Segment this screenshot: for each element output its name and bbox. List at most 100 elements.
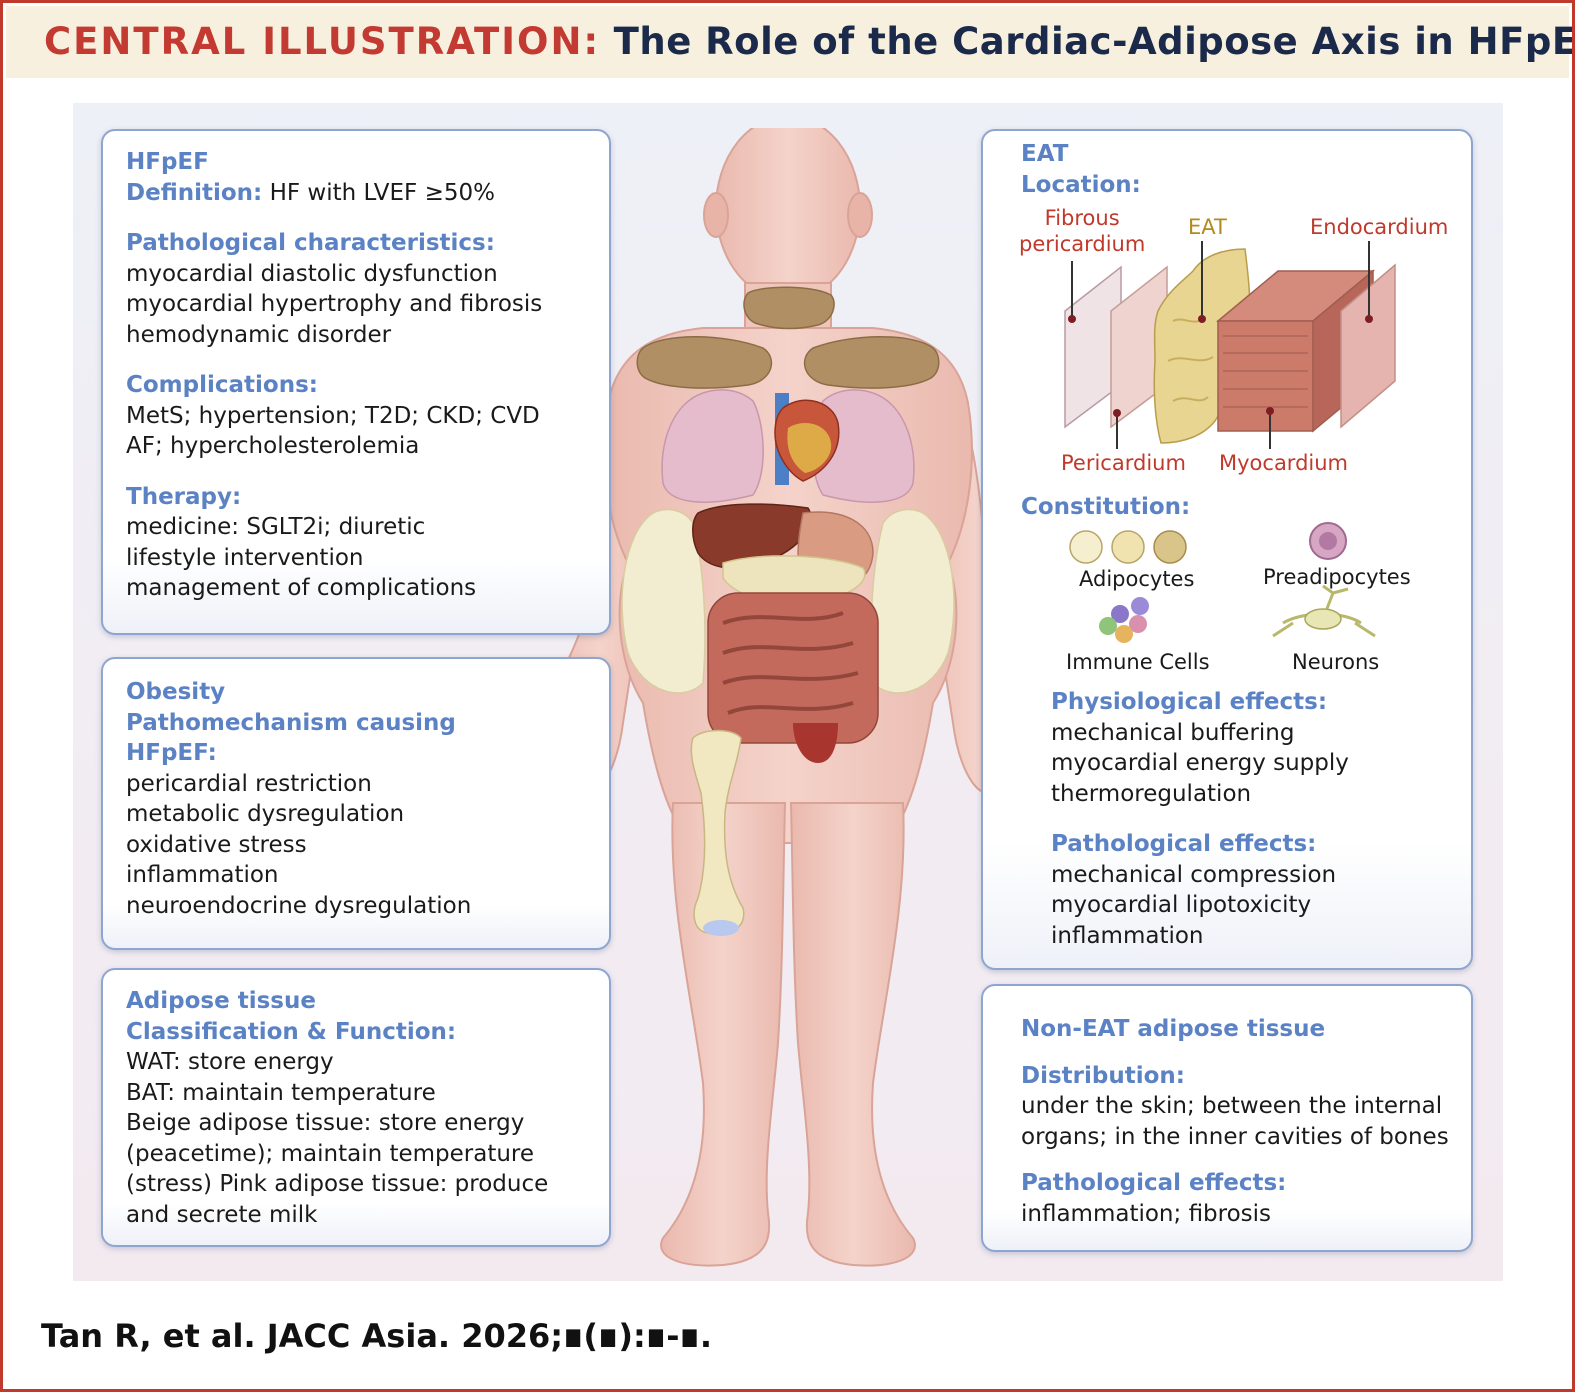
adipocyte-icon: [1069, 530, 1103, 564]
left-leg: [660, 802, 787, 1267]
adipocyte-icon: [1153, 530, 1187, 564]
title-main: The Role of the Cardiac-Adipose Axis in …: [613, 20, 1575, 63]
body-illustration: [533, 128, 1043, 1267]
non-eat-path-text: inflammation; fibrosis: [1021, 1200, 1272, 1227]
obesity-panel: Obesity Pathomechanism causing HFpEF: pe…: [101, 657, 611, 950]
right-ear: [847, 192, 873, 238]
definition-text: HF with LVEF ≥50%: [269, 179, 495, 206]
label-eat: EAT: [1188, 215, 1227, 239]
neuron-body: [1304, 608, 1342, 630]
non-eat-pathological-heading: Pathological effects:: [1021, 1170, 1287, 1196]
obesity-item: neuroendocrine dysregulation: [126, 892, 472, 919]
label-immune-cells: Immune Cells: [1066, 650, 1210, 674]
title-lead: CENTRAL ILLUSTRATION:: [44, 20, 601, 63]
citation: Tan R, et al. JACC Asia. 2026;∎(∎):∎-∎.: [41, 1317, 712, 1355]
obesity-item: inflammation: [126, 862, 279, 888]
leader-dot: [1068, 315, 1076, 323]
adipose-item: Beige adipose tissue: store energy: [126, 1110, 525, 1136]
phys-item: thermoregulation: [1051, 780, 1252, 807]
preadipocyte-nucleus: [1319, 532, 1337, 550]
path-item: myocardial diastolic dysfunction: [126, 260, 498, 287]
leader-dot: [1365, 315, 1373, 323]
left-flank-fat: [621, 508, 706, 694]
eat-path-item: inflammation: [1051, 922, 1204, 949]
adipose-item: WAT: store energy: [126, 1049, 334, 1075]
colon: [793, 723, 838, 763]
label-myocardium: Myocardium: [1219, 451, 1349, 475]
therapy-item: medicine: SGLT2i; diuretic: [126, 514, 426, 540]
heart-fat: [787, 423, 832, 473]
pathological-heading: Pathological characteristics:: [126, 230, 495, 256]
obesity-subheading-2: HFpEF:: [126, 740, 217, 766]
non-eat-heading: Non-EAT adipose tissue: [1021, 1016, 1326, 1042]
hfpef-heading: HFpEF: [126, 149, 209, 175]
eat-header-text: EAT Location:: [1021, 139, 1141, 200]
therapy-heading: Therapy:: [126, 483, 242, 510]
eat-heading: EAT: [1021, 141, 1069, 167]
adipose-heading: Adipose tissue: [126, 988, 316, 1014]
label-neurons: Neurons: [1292, 650, 1380, 674]
right-flank-fat: [870, 508, 955, 694]
endocardium-layer: [1340, 263, 1396, 429]
adipose-panel: Adipose tissue Classification & Function…: [101, 968, 611, 1247]
eat-path-item: mechanical compression: [1051, 861, 1337, 888]
leader-dot: [1266, 407, 1274, 415]
obesity-text: Obesity Pathomechanism causing HFpEF: pe…: [126, 677, 471, 921]
adipocyte-icon: [1111, 530, 1145, 564]
obesity-subheading: Pathomechanism causing: [126, 709, 456, 736]
distribution-item: under the skin; between the internal: [1021, 1093, 1443, 1119]
hfpef-panel: HFpEF Definition: HF with LVEF ≥50% Path…: [101, 129, 611, 635]
label-fibrous-line1: Fibrous: [1044, 206, 1120, 230]
non-eat-panel: Non-EAT adipose tissue Distribution: und…: [981, 984, 1473, 1252]
definition-label: Definition:: [126, 179, 263, 206]
right-shoulder-fat: [803, 336, 940, 389]
obesity-item: pericardial restriction: [126, 770, 372, 797]
adipose-item: (peacetime); maintain temperature: [126, 1140, 535, 1167]
adipose-item: (stress) Pink adipose tissue: produce: [126, 1171, 549, 1197]
adipose-item: BAT: maintain temperature: [126, 1079, 436, 1106]
constitution-heading: Constitution:: [1021, 494, 1191, 520]
distribution-heading: Distribution:: [1021, 1062, 1185, 1089]
right-leg: [789, 802, 916, 1267]
label-endocardium: Endocardium: [1310, 215, 1449, 239]
left-shoulder-fat: [636, 336, 773, 389]
constitution-heading-wrap: Constitution:: [1021, 494, 1190, 520]
complications-heading: Complications:: [126, 372, 318, 398]
myocardium-fibers: [1223, 335, 1308, 408]
distribution-item: organs; in the inner cavities of bones: [1021, 1123, 1449, 1150]
head: [715, 128, 861, 301]
knee-cap: [703, 920, 739, 936]
eat-path-item: myocardial lipotoxicity: [1051, 892, 1312, 918]
intestines: [707, 592, 879, 744]
definition-line: Definition: HF with LVEF ≥50%: [126, 178, 542, 209]
comp-item: AF; hypercholesterolemia: [126, 433, 420, 459]
phys-item: myocardial energy supply: [1051, 750, 1349, 776]
obesity-item: metabolic dysregulation: [126, 801, 405, 827]
label-fibrous-pericardium: Fibrous pericardium: [1019, 205, 1145, 257]
path-item: myocardial hypertrophy and fibrosis: [126, 291, 543, 317]
eat-panel: EAT Location: Fibrous pericardium EAT En…: [981, 129, 1473, 970]
eat-pathological-heading: Pathological effects:: [1051, 831, 1317, 857]
neck-fat: [743, 286, 835, 330]
therapy-item: management of complications: [126, 575, 477, 601]
left-ear: [703, 192, 729, 238]
right-lung: [812, 389, 915, 503]
comp-item: MetS; hypertension; T2D; CKD; CVD: [126, 402, 540, 429]
adipose-item: and secrete milk: [126, 1201, 318, 1228]
label-fibrous-line2: pericardium: [1019, 232, 1146, 256]
hfpef-text: HFpEF Definition: HF with LVEF ≥50% Path…: [126, 147, 542, 604]
leader-dot: [1198, 315, 1206, 323]
immune-cell-icon: [1129, 615, 1147, 633]
obesity-heading: Obesity: [126, 679, 226, 705]
therapy-item: lifestyle intervention: [126, 544, 364, 571]
obesity-item: oxidative stress: [126, 831, 307, 858]
leader-dot: [1113, 409, 1121, 417]
label-preadipocytes: Preadipocytes: [1263, 565, 1411, 589]
immune-cell-icon: [1111, 605, 1129, 623]
cardiac-layers-diagram: [1064, 241, 1396, 643]
figure-title: CENTRAL ILLUSTRATION: The Role of the Ca…: [44, 20, 1575, 63]
physiological-heading: Physiological effects:: [1051, 689, 1328, 715]
immune-cell-icon: [1131, 597, 1149, 615]
header-bar: CENTRAL ILLUSTRATION: The Role of the Ca…: [6, 6, 1572, 78]
